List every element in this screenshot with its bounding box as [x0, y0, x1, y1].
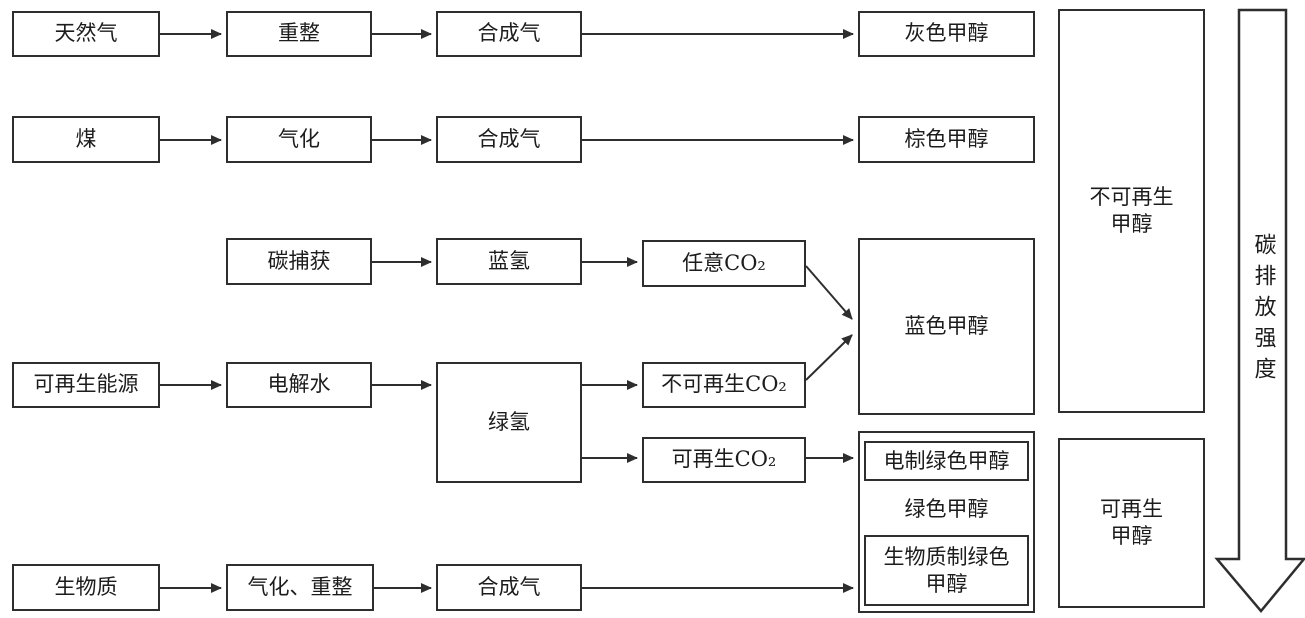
- edge-nonrenewableco2-bluemethanol: [805, 334, 853, 381]
- node-syngas-2: 合成气: [436, 116, 582, 163]
- node-syngas-1: 合成气: [436, 11, 582, 57]
- node-gasification: 气化: [226, 116, 372, 163]
- node-coal: 煤: [12, 116, 160, 163]
- carbon-intensity-axis-label: 碳排放强度: [1250, 233, 1276, 388]
- node-green-hydrogen: 绿氢: [436, 362, 582, 483]
- node-renewable-energy: 可再生能源: [12, 362, 160, 408]
- node-biomass: 生物质: [12, 564, 160, 611]
- node-blue-hydrogen: 蓝氢: [436, 238, 582, 285]
- node-green-methanol-label: 绿色甲醇: [904, 497, 989, 522]
- node-grey-methanol: 灰色甲醇: [858, 11, 1035, 57]
- node-reforming: 重整: [226, 11, 372, 57]
- node-carbon-capture: 碳捕获: [226, 238, 372, 285]
- node-green-methanol-group: 电制绿色甲醇 绿色甲醇 生物质制绿色 甲醇: [858, 431, 1035, 613]
- node-e-green-methanol: 电制绿色甲醇: [864, 441, 1029, 481]
- node-nonrenewable-methanol: 不可再生 甲醇: [1058, 9, 1205, 413]
- node-any-co2: 任意CO₂: [642, 240, 806, 287]
- node-syngas-3: 合成气: [436, 564, 582, 611]
- node-blue-methanol: 蓝色甲醇: [858, 238, 1035, 415]
- node-gasification-reforming: 气化、重整: [226, 564, 374, 611]
- edge-anyco2-bluemethanol: [805, 265, 853, 320]
- node-nonrenewable-co2: 不可再生CO₂: [642, 362, 806, 408]
- node-biomass-green-methanol: 生物质制绿色 甲醇: [864, 535, 1029, 606]
- carbon-intensity-arrow: [1214, 8, 1305, 613]
- node-renewable-methanol: 可再生 甲醇: [1058, 438, 1205, 608]
- node-brown-methanol: 棕色甲醇: [858, 116, 1035, 163]
- node-natural-gas: 天然气: [12, 11, 160, 57]
- node-renewable-co2: 可再生CO₂: [642, 437, 806, 483]
- node-electrolysis: 电解水: [226, 362, 372, 408]
